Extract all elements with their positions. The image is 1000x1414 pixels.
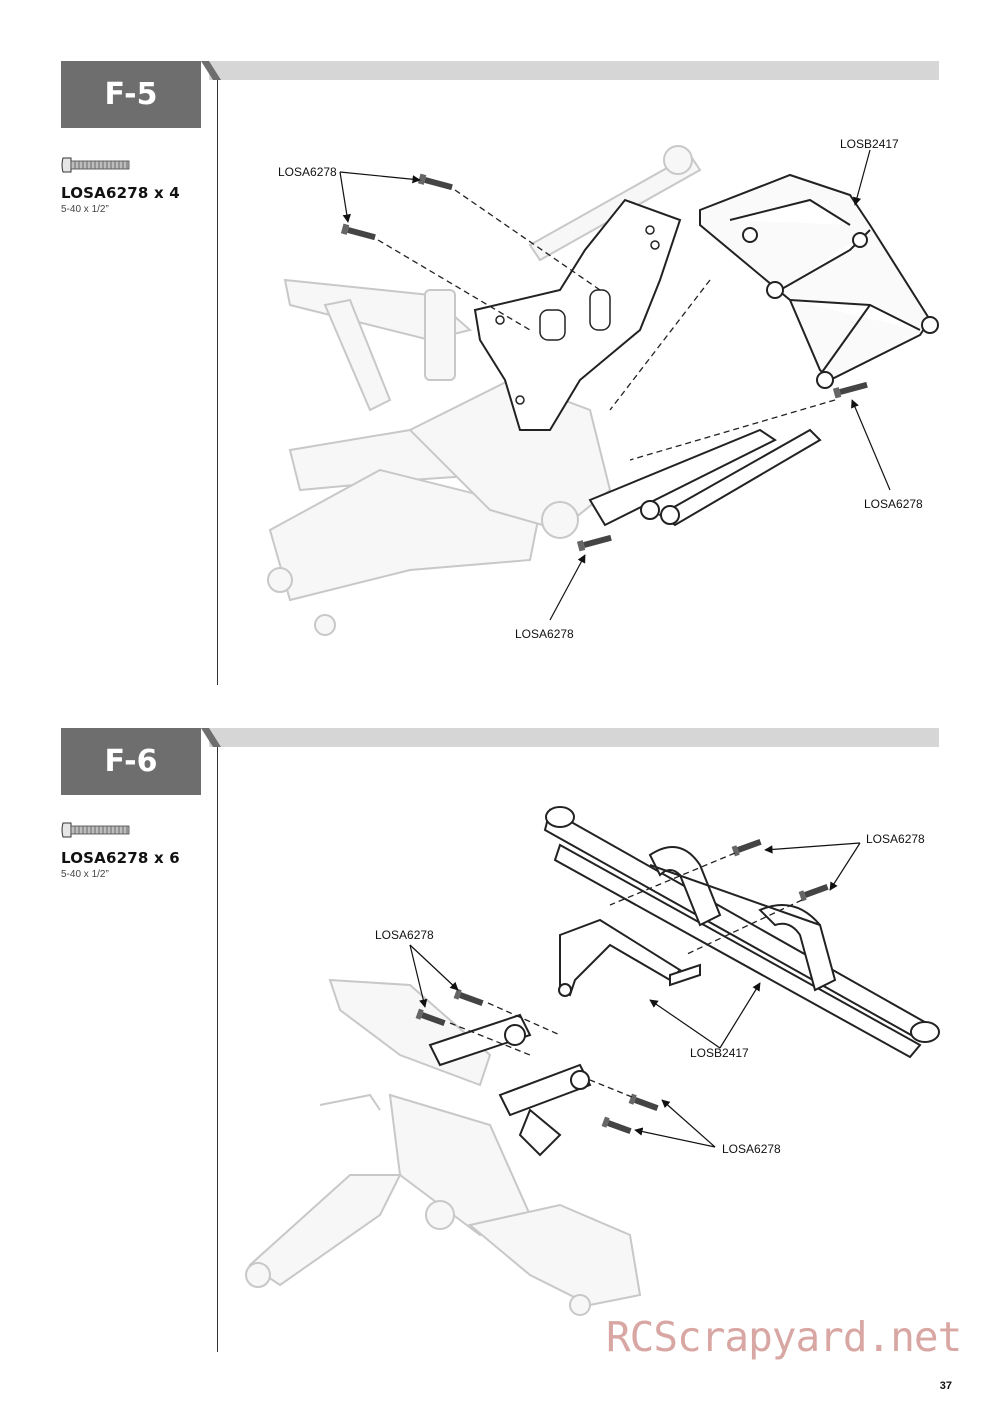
callout-label: LOSA6278 (375, 928, 434, 942)
part-quantity: LOSA6278 x 6 (61, 849, 180, 867)
part-quantity: LOSA6278 x 4 (61, 184, 180, 202)
step-label: F-6 (104, 744, 158, 779)
screw-illustrations (340, 173, 868, 552)
callout-label: LOSB2417 (690, 1046, 749, 1060)
step-badge-f6: F-6 (61, 728, 201, 795)
header-notch (201, 61, 221, 80)
header-notch (201, 728, 221, 747)
callout-label: LOSA6278 (864, 497, 923, 511)
chassis-illustration (267, 145, 702, 636)
step-label: F-5 (104, 77, 158, 112)
callout-label: LOSA6278 (278, 165, 337, 179)
bumper-illustration (558, 918, 701, 997)
screw-icon (61, 157, 130, 173)
chassis-illustration (245, 978, 642, 1316)
mount-illustration (428, 1013, 592, 1157)
screw-icon (61, 822, 130, 838)
bumper-illustration (699, 173, 939, 389)
assembly-diagram-f6: LOSA6278 LOSA6278 LOSB2417 LOSA6278 (245, 806, 940, 1316)
header-bar (209, 61, 939, 80)
divider-line (217, 747, 218, 1352)
part-size: 5-40 x 1/2” (61, 869, 109, 880)
part-size: 5-40 x 1/2” (61, 204, 109, 215)
callout-label: LOSA6278 (722, 1142, 781, 1156)
step-badge-f5: F-5 (61, 61, 201, 128)
screw-illustrations (415, 838, 829, 1135)
assembly-diagram-f5: LOSA6278 LOSB2417 LOSA6278 LOSA6278 (267, 137, 939, 641)
divider-line (217, 80, 218, 685)
watermark: RCScrapyard.net (606, 1313, 962, 1361)
callout-label: LOSA6278 (515, 627, 574, 641)
shock-tower (473, 198, 682, 431)
callout-label: LOSA6278 (866, 832, 925, 846)
callout-label: LOSB2417 (840, 137, 899, 151)
lower-bumper-bar (588, 428, 822, 527)
rear-bar-illustration (543, 806, 940, 1059)
page-number: 37 (939, 1380, 952, 1392)
header-bar (209, 728, 939, 747)
